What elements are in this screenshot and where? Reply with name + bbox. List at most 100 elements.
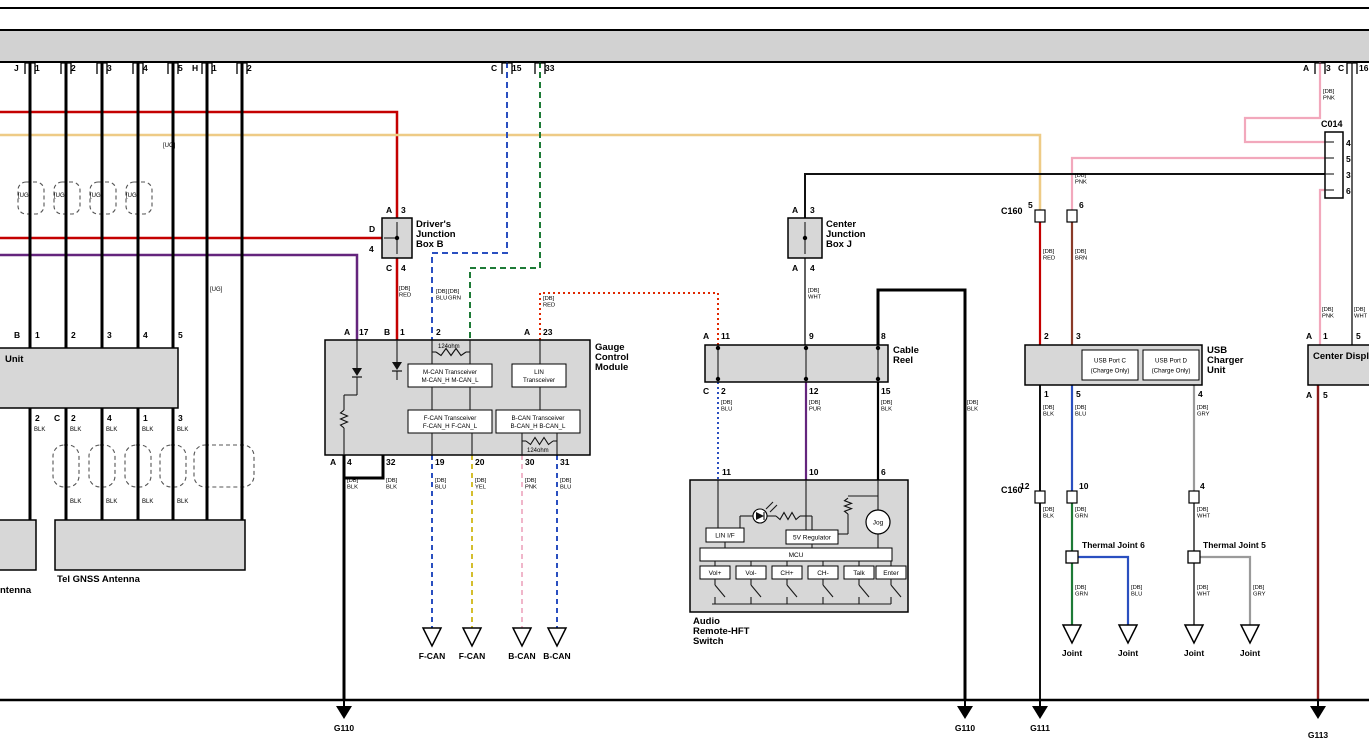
text-label: Thermal Joint 6 <box>1082 540 1145 550</box>
wire-color-label: [DB] <box>881 400 893 406</box>
connector-bracket <box>501 62 513 74</box>
pin-label: 3 <box>107 63 112 73</box>
inner-box-usb-port-c <box>1081 349 1139 381</box>
wire-color-label: PNK <box>1323 96 1335 102</box>
pin-label: 4 <box>401 263 406 273</box>
component-label-audio-remote-hft-switch: Switch <box>693 636 724 647</box>
text-label: BLK <box>106 427 117 433</box>
c160-connector-tick <box>1066 490 1078 504</box>
thermal-joint-square <box>1187 550 1201 564</box>
pin-label: 1 <box>1323 331 1328 341</box>
pin-label: 3 <box>1326 63 1331 73</box>
pin-label: 2 <box>436 327 441 337</box>
pin-label: 10 <box>809 467 819 477</box>
pin-label: 6 <box>1079 200 1084 210</box>
pin-label: 20 <box>475 457 485 467</box>
inner-box-label-btn-talk: Talk <box>853 570 865 577</box>
pin-label: 15 <box>512 63 522 73</box>
wire-color-label: GRY <box>1253 592 1266 598</box>
button-switch-arm <box>786 584 798 598</box>
component-center-display <box>1307 344 1369 386</box>
wire-color-label: [DB] <box>809 400 821 406</box>
wire-color-label: [DB] <box>1253 585 1265 591</box>
wire-color-label: [DB] <box>525 478 537 484</box>
wire-color-label: PNK <box>1075 180 1087 186</box>
wire-color-label: [DB] <box>721 400 733 406</box>
pin-label: 15 <box>881 386 891 396</box>
pin-label: 5 <box>1356 331 1361 341</box>
connector-bracket <box>236 62 248 74</box>
pin-label: 19 <box>435 457 445 467</box>
wire-color-label: WHT <box>1354 314 1368 320</box>
text-label: 124ohm <box>527 448 549 454</box>
pin-label: H <box>192 63 198 73</box>
diode-icon <box>392 362 402 370</box>
jog-dial <box>865 509 891 535</box>
text-label: [UG] <box>18 193 31 199</box>
component-cable-reel <box>704 344 889 383</box>
pin-label: 2 <box>247 63 252 73</box>
wire-color-label: [DB] <box>1131 585 1143 591</box>
internal-wire <box>769 504 778 513</box>
inner-box-label-lin-if: LIN I/F <box>715 533 735 540</box>
inner-box-label-f-can-transceiver: F-CAN_H F-CAN_L <box>423 423 478 430</box>
inner-box-label-usb-port-d: (Charge Only) <box>1152 368 1191 375</box>
pin-label: 2 <box>721 386 726 396</box>
wire-color-label: RED <box>399 293 411 299</box>
pin-label: C <box>386 263 392 273</box>
connector-bracket <box>201 62 213 74</box>
pin-label: 11 <box>721 331 730 341</box>
pin-label: 2 <box>71 63 76 73</box>
pin-label: 10 <box>1079 481 1089 491</box>
wire-color-label: [DB] <box>543 296 555 302</box>
wire-color-label: WHT <box>808 295 822 301</box>
wire-pink-c014-to-c160 <box>1070 156 1325 211</box>
junction-dot <box>875 345 881 351</box>
wire-color-label: PUR <box>809 407 821 413</box>
text-label: BLK <box>70 499 81 505</box>
terminal-triangle <box>546 627 568 648</box>
wire-feed-tan <box>0 133 1042 211</box>
wire-color-label: BLK <box>967 407 978 413</box>
thermal-joint-square <box>1065 550 1079 564</box>
junction-dot <box>803 345 809 351</box>
text-label: 124ohm <box>438 344 460 350</box>
component-label-gauge-control-module: Module <box>595 362 628 373</box>
connector-bracket <box>1346 62 1358 74</box>
pin-label: A <box>524 327 530 337</box>
inner-box-label-5v-regulator: 5V Regulator <box>793 535 832 542</box>
wire-color-label: [DB] <box>436 289 448 295</box>
pin-label: 3 <box>1076 331 1081 341</box>
inner-box-label-lin-transceiver: Transceiver <box>523 377 555 384</box>
resistor-zigzag <box>525 436 554 446</box>
wire-color-label: BLU <box>435 485 446 491</box>
ground-symbol <box>957 706 973 719</box>
resistor-zigzag <box>842 497 854 515</box>
wire-blu-tj6-joint <box>1078 555 1130 625</box>
component-label-gauge-control-module: Control <box>595 352 629 363</box>
pin-label: 3 <box>810 205 815 215</box>
button-switch-arm <box>750 584 762 598</box>
wire-color-label: [DB] <box>347 478 359 484</box>
ground-label: G111 <box>1030 723 1050 733</box>
pin-label: 11 <box>722 467 731 477</box>
shield-dashes <box>125 181 153 215</box>
junction-dot <box>803 376 809 382</box>
wire-color-label: BLU <box>1075 412 1086 418</box>
component-label-usb-charger-unit: Charger <box>1207 355 1244 366</box>
wire-color-label: [DB] <box>448 289 460 295</box>
wire-color-label: [DB] <box>386 478 398 484</box>
component-label-audio-remote-hft-switch: Audio <box>693 616 720 627</box>
inner-box-label-b-can-transceiver: B-CAN Transceiver <box>512 415 565 422</box>
component-label-left-unit: Unit <box>5 354 24 365</box>
pin-label: 32 <box>386 457 396 467</box>
pin-label: 33 <box>545 63 555 73</box>
connector-bracket <box>60 62 72 74</box>
pin-label: 5 <box>178 330 183 340</box>
wire-color-label: [DB] <box>1075 507 1087 513</box>
text-label: ntenna <box>0 585 32 596</box>
wire-blk-cjb-to-c014 <box>804 173 1325 218</box>
button-switch-arm <box>890 584 902 598</box>
pin-label: 30 <box>525 457 535 467</box>
